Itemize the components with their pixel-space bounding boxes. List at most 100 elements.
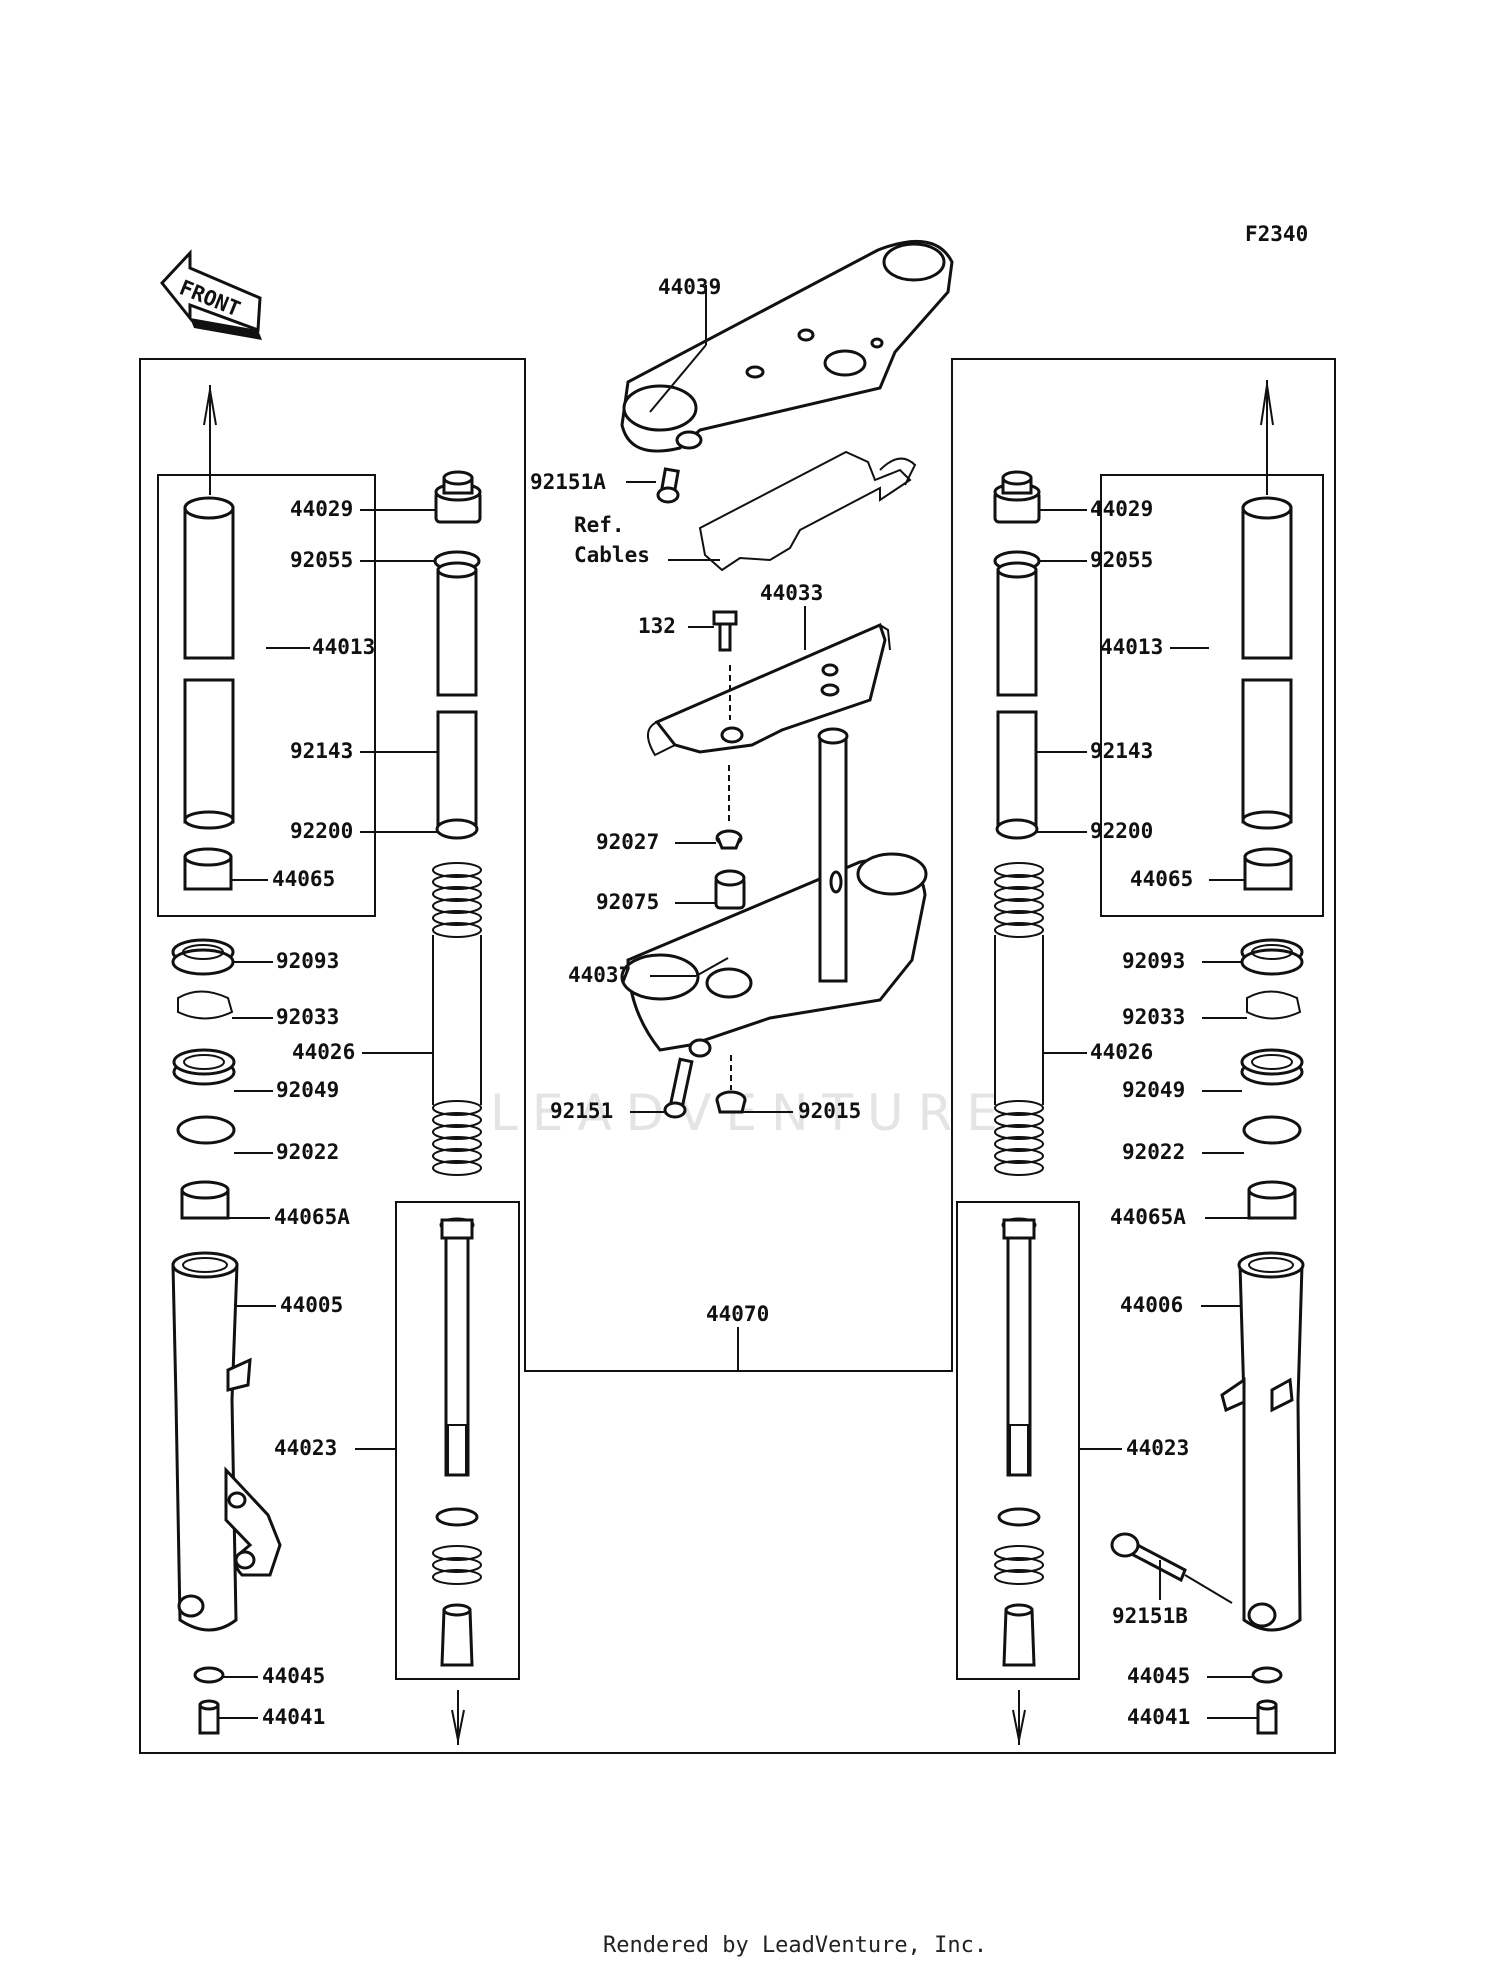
left-oil-seal-92049 <box>172 1048 236 1086</box>
label-right-inner-tube: 44013 <box>1100 635 1163 659</box>
left-spring-44026 <box>432 862 482 1176</box>
label-right-cylinder: 44023 <box>1126 1436 1189 1460</box>
footer-credit: Rendered by LeadVenture, Inc. <box>603 1933 987 1958</box>
right-bushing-44065A <box>1247 1180 1297 1220</box>
right-inner-tube-44013 <box>1241 496 1293 830</box>
label-right-gasket: 44045 <box>1127 1664 1190 1688</box>
label-right-axle-bolt: 92151B <box>1112 1604 1188 1628</box>
label-left-washer: 92200 <box>290 819 353 843</box>
left-gasket-44045 <box>193 1666 225 1684</box>
label-cover: 44033 <box>760 581 823 605</box>
right-tube-box <box>1100 474 1324 917</box>
right-bolt-44041 <box>1256 1699 1278 1735</box>
part-labels: 44039 92151A Ref. Cables 44033 132 92027… <box>262 275 1193 1729</box>
label-right-bushing: 44065A <box>1110 1205 1186 1229</box>
left-cap-44029 <box>434 470 482 524</box>
right-washer-92200 <box>995 818 1039 840</box>
right-oil-seal-92049 <box>1240 1048 1304 1086</box>
label-left-oring: 92055 <box>290 548 353 572</box>
label-left-cylinder: 44023 <box>274 1436 337 1460</box>
label-right-oring: 92055 <box>1090 548 1153 572</box>
right-spring-44026 <box>994 862 1044 1176</box>
label-left-spacer: 92143 <box>290 739 353 763</box>
right-axle-bolt-92151B <box>1110 1532 1233 1604</box>
assembly-box <box>139 358 1336 1754</box>
right-gasket-44045 <box>1251 1666 1283 1684</box>
label-left-inner-tube: 44013 <box>312 635 375 659</box>
label-left-bushing-top: 44065 <box>272 867 335 891</box>
label-right-spring: 44026 <box>1090 1040 1153 1064</box>
label-left-spring: 44026 <box>292 1040 355 1064</box>
label-top-bolt: 92151A <box>530 470 606 494</box>
right-circlip-92033 <box>1246 990 1302 1020</box>
label-right-outer-tube: 44006 <box>1120 1293 1183 1317</box>
cable-bracket <box>698 450 912 572</box>
steering-stem-44037 <box>620 727 928 1058</box>
left-washer-92200 <box>435 818 479 840</box>
cover-bolt-132 <box>712 610 738 652</box>
label-stem-bolt: 92151 <box>550 1099 613 1123</box>
label-right-washer: 92200 <box>1090 819 1153 843</box>
ref-note-line2: Cables <box>574 543 650 567</box>
left-tube-box <box>157 474 376 917</box>
left-cylinder-box <box>395 1201 520 1680</box>
front-arrow-icon: FRONT <box>160 249 262 340</box>
label-right-circlip: 92033 <box>1122 1005 1185 1029</box>
top-bracket <box>620 239 954 453</box>
label-right-bolt: 44041 <box>1127 1705 1190 1729</box>
label-right-cap: 44029 <box>1090 497 1153 521</box>
left-circlip-92033 <box>177 990 234 1020</box>
right-washer-92022 <box>1242 1115 1302 1145</box>
label-cover-bolt: 132 <box>638 614 676 638</box>
right-cap-44029 <box>993 470 1041 524</box>
left-washer-92022 <box>176 1115 236 1145</box>
label-left-gasket: 44045 <box>262 1664 325 1688</box>
label-left-outer-tube: 44005 <box>280 1293 343 1317</box>
label-right-washer-seal: 92022 <box>1122 1140 1185 1164</box>
label-left-bushing: 44065A <box>274 1205 350 1229</box>
label-left-circlip: 92033 <box>276 1005 339 1029</box>
figure-code: F2340 <box>1245 222 1308 246</box>
left-dust-seal-92093 <box>171 938 235 976</box>
left-spacer-92143 <box>436 561 478 826</box>
right-spacer-92143 <box>996 561 1038 826</box>
label-left-cap: 44029 <box>290 497 353 521</box>
left-inner-tube-44013 <box>183 496 235 830</box>
label-collar: 92027 <box>596 830 659 854</box>
left-up-arrow-icon <box>203 385 217 495</box>
right-down-arrow-icon <box>1012 1690 1026 1745</box>
right-cylinder-box <box>956 1201 1080 1680</box>
label-left-washer-seal: 92022 <box>276 1140 339 1164</box>
label-right-bushing-top: 44065 <box>1130 867 1193 891</box>
left-bushing-44065 <box>183 847 233 891</box>
right-dust-seal-92093 <box>1240 938 1304 976</box>
label-left-oil-seal: 92049 <box>276 1078 339 1102</box>
cover-44033 <box>647 622 891 757</box>
nut-92015 <box>715 1090 747 1114</box>
right-outer-tube-44006 <box>1220 1251 1305 1632</box>
left-outer-tube-44005 <box>171 1251 282 1632</box>
left-bolt-44041 <box>198 1699 220 1735</box>
left-bushing-44065A <box>180 1180 230 1220</box>
label-nut: 92015 <box>798 1099 861 1123</box>
leader-lines <box>218 285 1258 1719</box>
label-stem: 44037 <box>568 963 631 987</box>
top-bolt-92151A <box>656 467 680 504</box>
label-right-oil-seal: 92049 <box>1122 1078 1185 1102</box>
left-cylinder-44023 <box>432 1217 482 1667</box>
right-bushing-44065 <box>1243 847 1293 891</box>
left-down-arrow-icon <box>451 1690 465 1745</box>
label-left-bolt: 44041 <box>262 1705 325 1729</box>
right-up-arrow-icon <box>1260 380 1274 495</box>
ref-note-line1: Ref. <box>574 513 625 537</box>
label-left-dust-seal: 92093 <box>276 949 339 973</box>
label-damper: 92075 <box>596 890 659 914</box>
damper-92075 <box>714 869 746 910</box>
label-right-dust-seal: 92093 <box>1122 949 1185 973</box>
collar-92027 <box>715 829 743 850</box>
label-right-spacer: 92143 <box>1090 739 1153 763</box>
stem-bolt-92151 <box>663 1057 694 1119</box>
label-fork-assembly: 44070 <box>706 1302 769 1326</box>
right-cylinder-44023 <box>994 1217 1044 1667</box>
